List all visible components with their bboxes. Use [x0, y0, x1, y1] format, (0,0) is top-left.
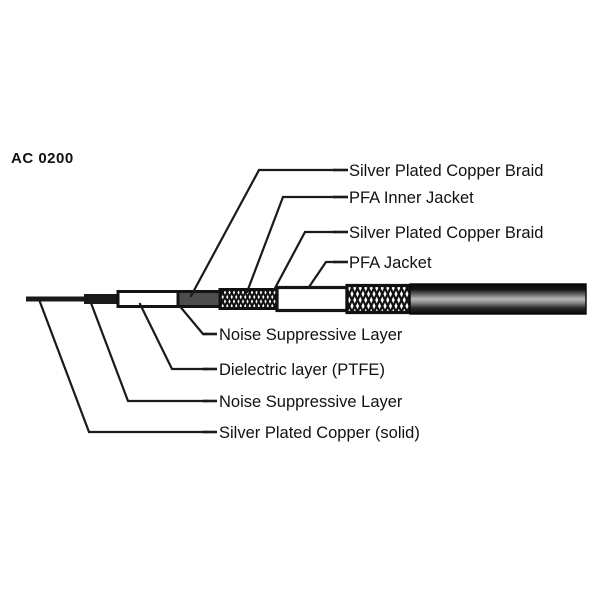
leader-dielectric-layer	[138, 302, 209, 371]
callout-label-upper-3: Silver Plated Copper Braid	[349, 224, 543, 242]
leader-noise-suppressive-inner	[89, 301, 209, 403]
callout-label-lower-3: Noise Suppressive Layer	[219, 393, 403, 411]
callout-label-lower-4: Silver Plated Copper (solid)	[219, 424, 420, 442]
lower-leader-lines	[38, 300, 209, 434]
part-number-label: AC 0200	[11, 150, 74, 167]
callout-label-upper-1: Silver Plated Copper Braid	[349, 162, 543, 180]
leader-silver-plated-copper-solid	[38, 300, 209, 434]
cable-layer-pfa-jacket	[410, 284, 586, 314]
leader-noise-suppressive-outer	[176, 302, 209, 336]
callout-label-upper-4: PFA Jacket	[349, 254, 432, 272]
cable-layer-pfa-inner-jacket	[275, 285, 349, 313]
upper-callout-labels: Silver Plated Copper Braid PFA Inner Jac…	[349, 162, 543, 272]
callout-label-lower-1: Noise Suppressive Layer	[219, 326, 403, 344]
upper-leader-lines	[189, 168, 338, 298]
cable-layer-braid-inner	[218, 288, 279, 310]
lower-label-dashes	[203, 332, 217, 434]
cable-body	[26, 283, 587, 315]
cable-layer-noise-inner	[84, 294, 118, 304]
cable-layer-braid-outer	[345, 283, 412, 315]
upper-label-dashes	[333, 168, 348, 264]
cable-layer-noise-outer	[176, 290, 222, 308]
cable-layer-pfa-jacket-outline	[409, 283, 587, 315]
callout-label-upper-2: PFA Inner Jacket	[349, 189, 474, 207]
leader-pfa-jacket	[307, 260, 338, 289]
callout-label-lower-2: Dielectric layer (PTFE)	[219, 361, 385, 379]
leader-silver-plated-copper-braid-outer	[272, 230, 338, 292]
cable-layer-conductor	[26, 296, 84, 302]
leader-silver-plated-copper-braid-inner	[189, 168, 338, 298]
cable-layer-dielectric	[116, 290, 180, 308]
leader-pfa-inner-jacket	[245, 195, 338, 294]
lower-callout-labels: Noise Suppressive Layer Dielectric layer…	[219, 326, 420, 442]
